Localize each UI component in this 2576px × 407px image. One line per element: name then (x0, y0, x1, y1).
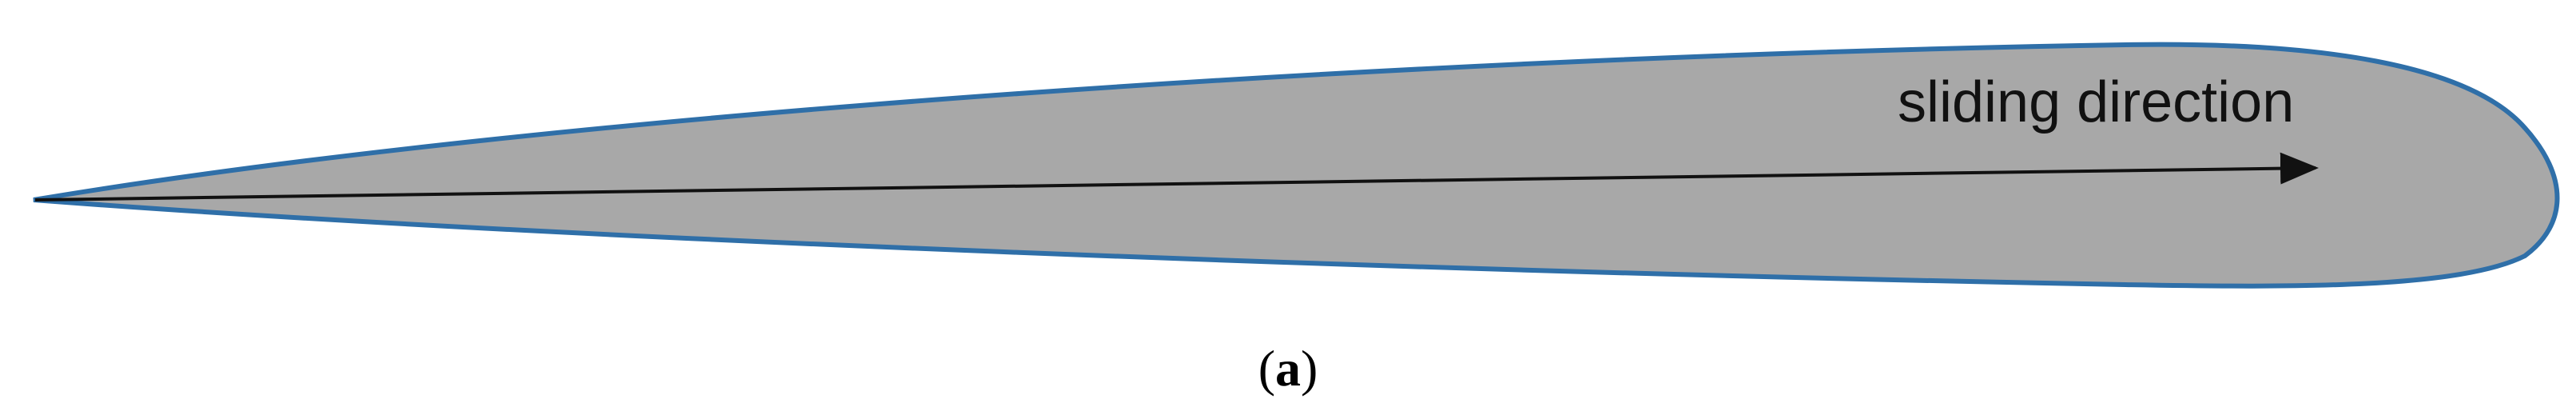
caption-letter: a (1275, 340, 1301, 397)
sliding-direction-arrow (34, 152, 2319, 202)
caption-open-paren: ( (1258, 340, 1275, 397)
figure-caption: (a) (1258, 340, 1318, 397)
caption-close-paren: ) (1301, 340, 1318, 397)
elongated-teardrop-shape (33, 42, 2560, 289)
sliding-direction-label: sliding direction (1898, 70, 2294, 134)
